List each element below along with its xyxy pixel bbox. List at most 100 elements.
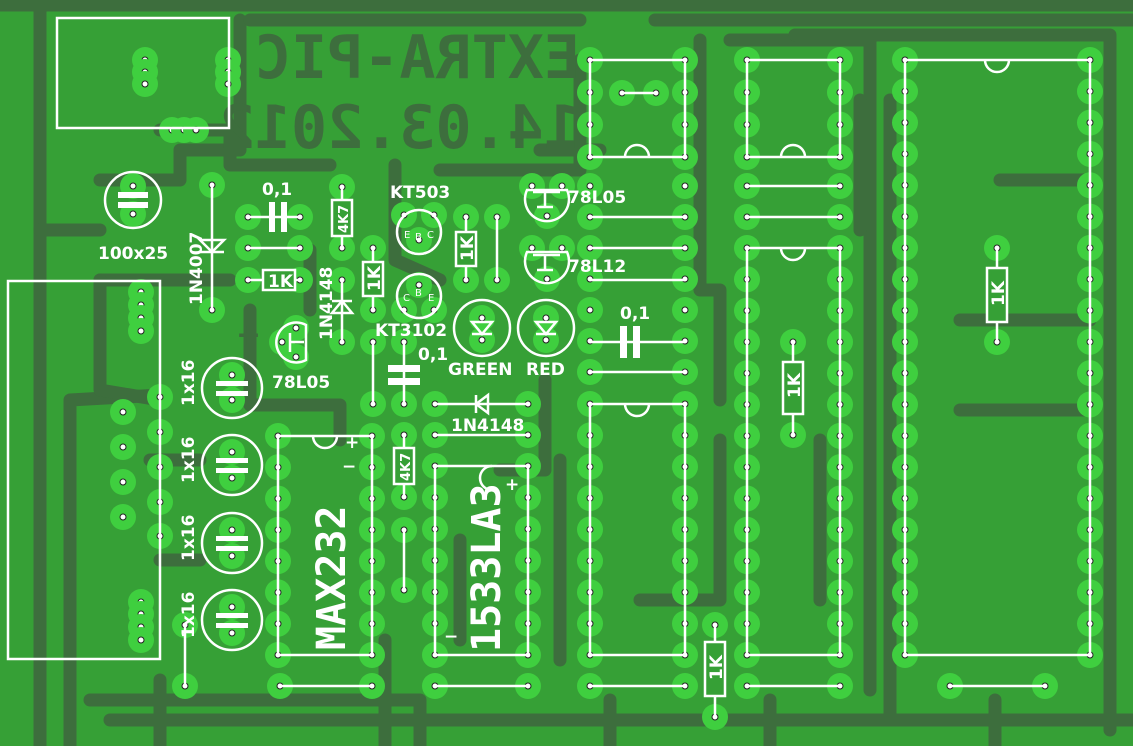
trace [493, 373, 552, 477]
trace [83, 693, 427, 746]
resistor-1k-a: 1K [248, 268, 300, 292]
ic-socket-14pin [745, 246, 842, 657]
solder-pad [110, 469, 136, 495]
label-cap-0-1-mid: 0,1 [418, 345, 448, 365]
ic-socket-small-1 [588, 58, 687, 159]
label-1533la3: 1533LA3 [464, 483, 510, 652]
solder-pad [132, 71, 158, 97]
capacitor-1x16: 1x16 [179, 433, 264, 497]
resistor-1k-c: 1K [454, 217, 478, 280]
capacitor-0-1-mid: 0,1 [388, 342, 448, 404]
label-res-4k7-a: 4K7 [337, 205, 352, 233]
pin-e-label: E [428, 293, 434, 304]
connector-outline-db9 [6, 279, 162, 661]
resistor-1k-f: 1K [703, 625, 727, 717]
diode-1n4007: 1N4007 [187, 185, 228, 310]
trace [388, 158, 447, 287]
solder-pad [577, 173, 603, 199]
trace [693, 33, 727, 407]
label-100x25: 100x25 [98, 244, 168, 264]
solder-pad [183, 117, 209, 143]
solder-pad [672, 173, 698, 199]
pin-b-label: B [415, 288, 422, 299]
ic-socket-small-2 [745, 58, 842, 159]
resistor-1k-d: 1K [781, 342, 805, 435]
solder-pad [128, 627, 154, 653]
trace [243, 303, 347, 447]
solder-pad [533, 327, 559, 353]
label-res-1k-d: 1K [785, 372, 805, 398]
label-res-1k-e: 1K [989, 280, 1009, 306]
minus-mark: − [342, 457, 356, 477]
ic-socket-18pin [588, 402, 687, 657]
solder-pad [469, 327, 495, 353]
solder-pad [519, 235, 545, 261]
led-green: GREEN [448, 298, 513, 380]
label-max232: MAX232 [309, 506, 355, 651]
label-1x16: 1x16 [179, 515, 199, 561]
solder-pad [406, 272, 432, 298]
label-res-1k-c: 1K [458, 235, 478, 261]
plus-mark: + [505, 475, 519, 495]
solder-pad [110, 399, 136, 425]
label-1n4148-horizontal: 1N4148 [451, 416, 524, 436]
transistor-kt3102: KT3102 C B E [375, 272, 447, 341]
solder-pad [110, 504, 136, 530]
connector-outline-top [55, 16, 231, 130]
board-date: 14.03.2012 [219, 93, 580, 163]
pin-c-label: C [403, 293, 410, 304]
solder-pad [128, 318, 154, 344]
solder-pad [577, 297, 603, 323]
solder-pad [534, 203, 560, 229]
transistor-kt503: KT503 E B C [390, 183, 450, 256]
regulator-78l05-left: 78L05 [272, 321, 330, 393]
label-1x16: 1x16 [179, 360, 199, 406]
regulator-78l05-top: 78L05 [523, 188, 626, 223]
resistor-1k-b: 1K [361, 248, 385, 310]
capacitor-1x16: 1x16 [179, 356, 264, 420]
solder-pad [672, 297, 698, 323]
label-1x16: 1x16 [179, 592, 199, 638]
regulator-78l12: 78L12 [523, 250, 626, 285]
trace [788, 28, 1117, 737]
diode-1n4148-vertical: 1N4148 [317, 267, 355, 342]
plus-mark: + [345, 433, 359, 453]
capacitor-1x16: 1x16 [179, 511, 264, 575]
ic-max232: + − MAX232 [276, 433, 374, 657]
capacitor-0-1-right: 0,1 [590, 304, 685, 358]
label-res-4k7-b: 4K7 [399, 453, 414, 481]
label-1n4148-vertical: 1N4148 [317, 267, 337, 340]
polarity-plus-mark: + [236, 318, 261, 353]
board-title: EXTRA-PIC [255, 23, 580, 93]
resistor-4k7-a: 4K7 [330, 187, 354, 248]
label-78l12: 78L12 [568, 257, 626, 277]
trace [93, 273, 167, 407]
label-res-1k-a: 1K [268, 272, 294, 292]
resistor-4k7-b: 4K7 [392, 435, 416, 497]
label-78l05-top: 78L05 [568, 188, 626, 208]
led-red: RED [516, 298, 576, 380]
solder-pad [406, 227, 432, 253]
pin-e-label: E [404, 230, 410, 241]
pin-b-label: B [415, 232, 422, 243]
label-cap-0-1-right: 0,1 [620, 304, 650, 324]
pin-c-label: C [427, 230, 434, 241]
capacitor-0-1-top: 0,1 [248, 180, 300, 232]
label-led-red: RED [526, 360, 565, 380]
label-78l05-left: 78L05 [272, 373, 330, 393]
label-res-1k-f: 1K [707, 654, 727, 680]
label-1n4007: 1N4007 [187, 232, 207, 305]
solder-pad [219, 387, 245, 413]
silkscreen: 100x25 1N4007 0,1 1K 4K7 [6, 16, 1092, 717]
ic-socket-40pin [903, 58, 1092, 657]
minus-mark: − [444, 627, 458, 647]
label-cap-0-1-top: 0,1 [262, 180, 292, 200]
resistor-1k-e: 1K [985, 248, 1009, 342]
label-res-1k-b: 1K [365, 265, 385, 291]
capacitor-100x25: 100x25 [98, 170, 168, 264]
copper-title: EXTRA-PIC 14.03.2012 [219, 23, 580, 163]
diode-1n4148-horizontal: 1N4148 [435, 392, 528, 436]
solder-pad [519, 173, 545, 199]
